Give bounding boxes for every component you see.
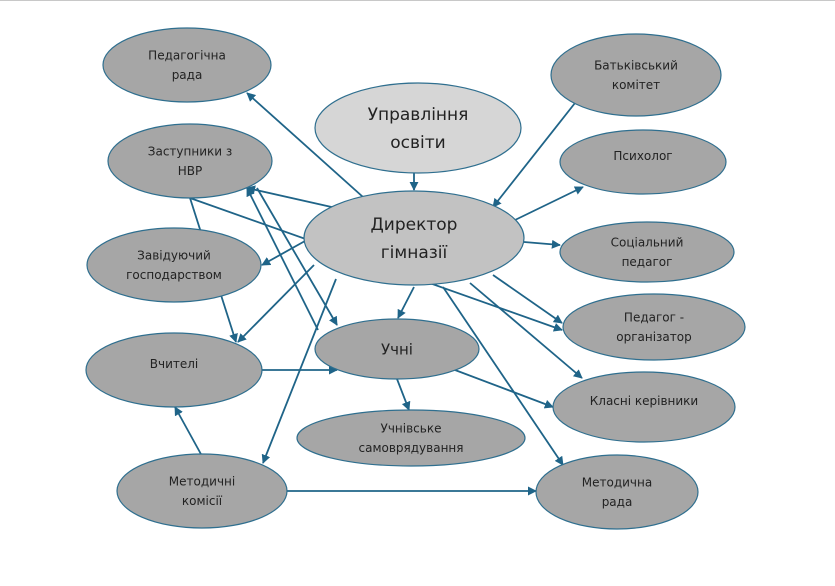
- node-shape: [552, 371, 736, 443]
- node-klasni-kerivnyky: Класні керівники: [552, 371, 736, 443]
- node-shape: [102, 27, 272, 103]
- node-shape: [85, 332, 263, 408]
- node-zastupnyky: Заступники з НВР: [107, 123, 273, 199]
- node-metod-rada: Методична рада: [535, 454, 699, 530]
- node-shape: [116, 453, 288, 529]
- node-samovriaduvannia: Учнівське самоврядування: [296, 409, 526, 467]
- node-label: комітет: [612, 78, 660, 92]
- node-label: гімназії: [381, 243, 448, 263]
- node-label: освіти: [390, 133, 445, 153]
- node-shape: [303, 190, 525, 286]
- node-label: Психолог: [613, 149, 672, 163]
- edge-dyrektor-to-ped-rada: [246, 92, 364, 198]
- node-shape: [550, 33, 722, 117]
- edge-dyrektor-to-sots-pedahoh: [523, 239, 561, 249]
- edge-zastupnyky-to-uchni: [256, 187, 338, 326]
- node-label: рада: [602, 495, 633, 509]
- edge-dyrektor-to-klasni-kerivnyky: [469, 282, 583, 379]
- node-shape: [86, 227, 262, 303]
- node-label: Методична: [582, 475, 652, 489]
- node-label: Соціальний: [611, 235, 684, 249]
- edge-uchni-to-samovriaduvannia: [396, 378, 411, 411]
- node-label: НВР: [178, 164, 203, 178]
- node-label: Педагог -: [624, 310, 684, 324]
- edge-dyrektor-to-ped-orhanizator: [492, 274, 563, 324]
- edge-dyrektor-to-zav-gosp: [261, 240, 306, 266]
- edge-dyrektor-to-vchyteli: [237, 264, 315, 343]
- edge-metod-komisii-to-vchyteli: [174, 406, 203, 457]
- node-label: організатор: [616, 330, 691, 344]
- edge-uchni-to-zastupnyky: [246, 187, 319, 331]
- node-label: педагог: [622, 255, 673, 269]
- node-shape: [296, 409, 526, 467]
- node-label: Заступники з: [148, 144, 232, 158]
- node-label: Педагогічна: [148, 48, 226, 62]
- edge-batk-komitet-to-dyrektor: [492, 102, 576, 208]
- edge-dyrektor-to-uchni: [397, 286, 415, 319]
- edge-dyrektor-to-metod-komisii: [261, 278, 337, 464]
- edge-dyrektor-to-metod-rada: [442, 286, 564, 466]
- node-psykholoh: Психолог: [559, 129, 727, 195]
- node-uchni: Учні: [314, 318, 480, 380]
- node-label: Методичні: [169, 474, 235, 488]
- top-border: [0, 0, 835, 1]
- node-label: Завідуючий: [137, 248, 211, 262]
- node-vchyteli: Вчителі: [85, 332, 263, 408]
- node-label: Батьківський: [594, 58, 678, 72]
- node-shape: [562, 293, 746, 361]
- node-label: Класні керівники: [590, 394, 698, 408]
- edge-dyrektor-to-zastupnyky: [246, 185, 337, 209]
- node-ped-rada: Педагогічна рада: [102, 27, 272, 103]
- node-dyrektor: Директор гімназії: [303, 190, 525, 286]
- node-label: Вчителі: [150, 357, 199, 371]
- node-label: комісії: [182, 494, 223, 508]
- node-label: господарством: [126, 268, 222, 282]
- node-label: Управління: [368, 105, 469, 125]
- edge-dyrektor-to-psykholoh: [514, 186, 584, 221]
- node-zav-gosp: Завідуючий господарством: [86, 227, 262, 303]
- node-batk-komitet: Батьківський комітет: [550, 33, 722, 117]
- node-label: Учні: [381, 340, 413, 358]
- node-upravlinnia: Управління освіти: [314, 82, 522, 174]
- node-label: Учнівське: [381, 421, 442, 435]
- node-label: самоврядування: [359, 441, 464, 455]
- node-ped-orhanizator: Педагог - організатор: [562, 293, 746, 361]
- node-label: рада: [172, 68, 203, 82]
- node-shape: [314, 82, 522, 174]
- node-shape: [535, 454, 699, 530]
- node-sots-pedahoh: Соціальний педагог: [559, 221, 735, 283]
- node-shape: [559, 221, 735, 283]
- node-shape: [314, 318, 480, 380]
- node-metod-komisii: Методичні комісії: [116, 453, 288, 529]
- node-label: Директор: [371, 215, 458, 235]
- node-shape: [559, 129, 727, 195]
- edge-uchni-to-klasni-kerivnyky: [454, 369, 554, 409]
- node-shape: [107, 123, 273, 199]
